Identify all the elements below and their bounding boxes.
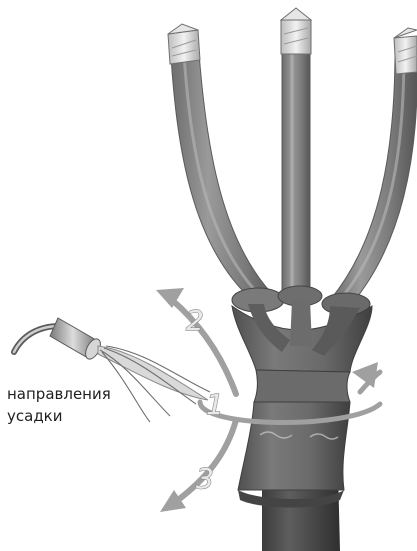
core-cap-right [394, 28, 417, 74]
core-cap-left [168, 24, 200, 64]
shrink-direction-caption: направления усадки [7, 383, 157, 427]
step-marker-2: 2 [186, 304, 204, 337]
core-right [330, 50, 417, 308]
gas-torch-icon [14, 318, 103, 362]
core-cap-middle [281, 8, 311, 54]
step-marker-1: 1 [206, 388, 224, 421]
caption-line-2: усадки [7, 405, 157, 427]
core-left [170, 40, 278, 300]
caption-line-1: направления [7, 383, 157, 405]
breakout-boot [232, 286, 372, 508]
core-middle [282, 30, 310, 300]
step-marker-3: 3 [196, 462, 214, 495]
